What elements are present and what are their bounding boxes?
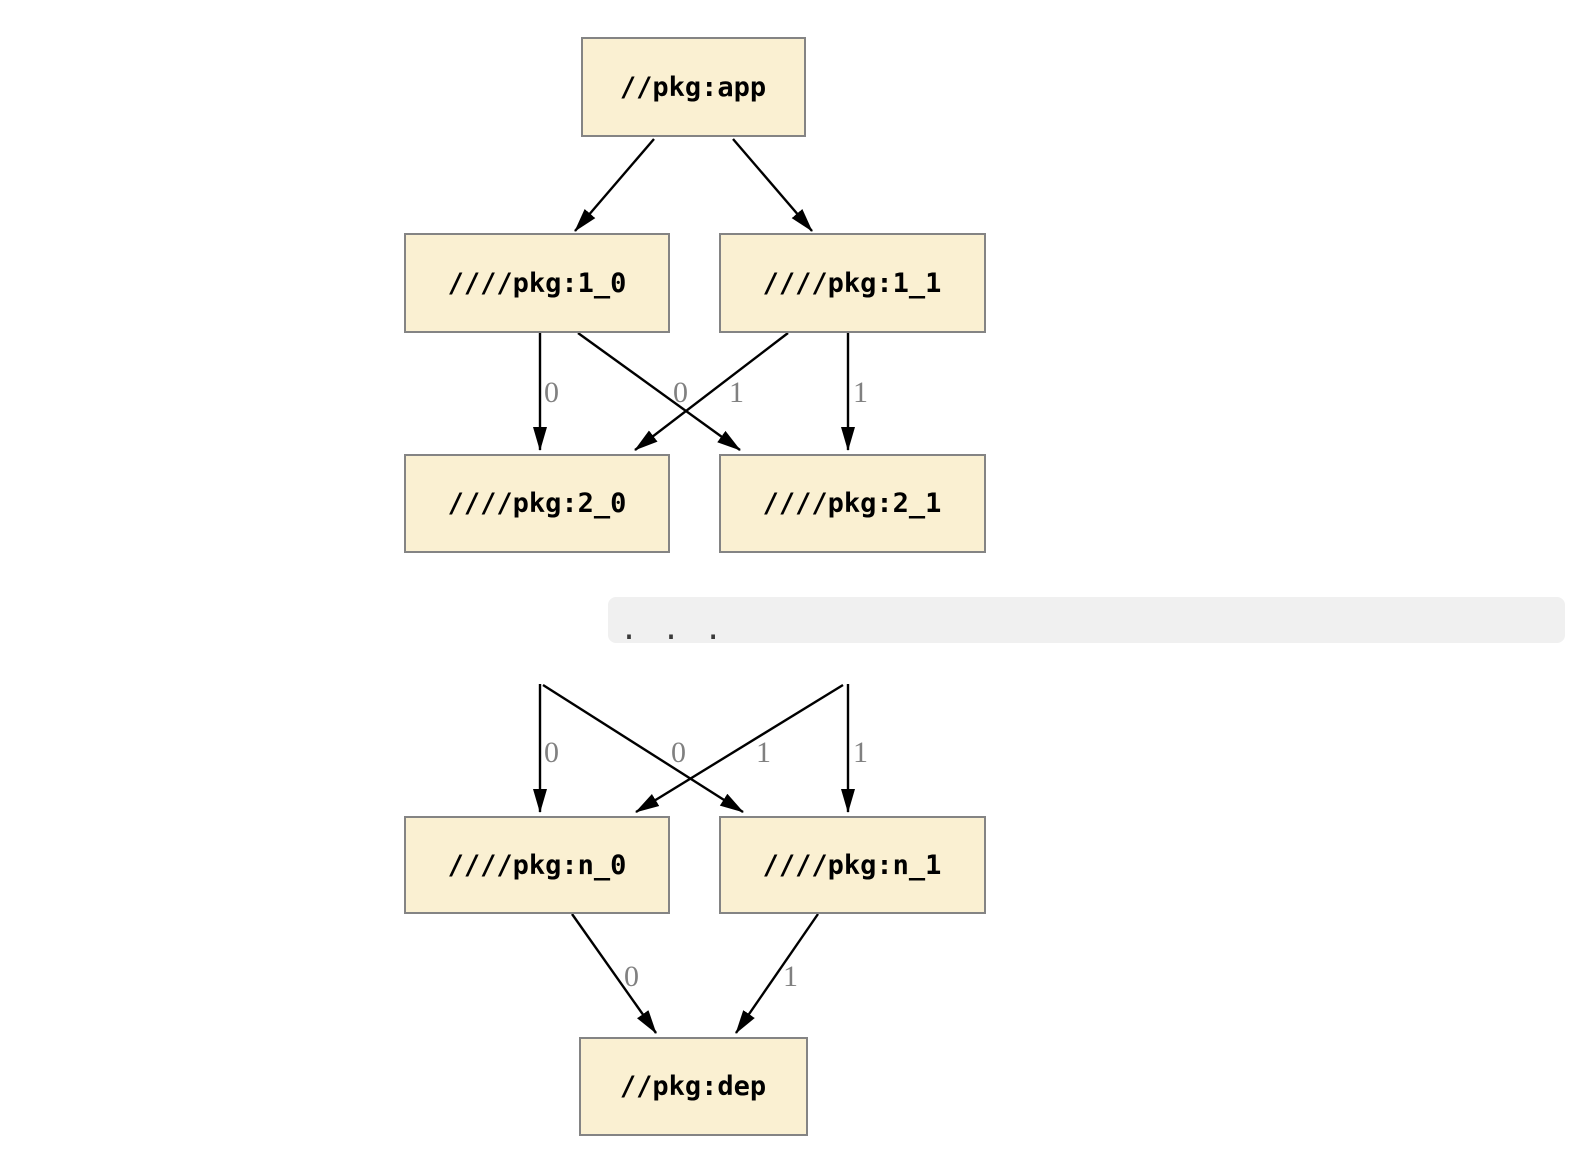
edge-offscreen-to-n_1-cross xyxy=(542,683,744,814)
node-n_0-box xyxy=(404,816,670,914)
edge-label: 1 xyxy=(853,376,868,409)
node-1_0-label: ////pkg:1_0 xyxy=(448,268,627,299)
node-app-box xyxy=(581,37,806,137)
edge-label: 1 xyxy=(853,736,868,769)
edge-label: 1 xyxy=(729,376,744,409)
node-dep: //pkg:dep xyxy=(579,1037,808,1136)
edge-n_1-to-dep xyxy=(735,913,819,1034)
node-n_1-label: ////pkg:n_1 xyxy=(763,850,942,881)
node-n_0-label: ////pkg:n_0 xyxy=(448,850,627,881)
node-1_1-box xyxy=(719,233,986,333)
edge-label: 0 xyxy=(671,736,686,769)
node-1_0: ////pkg:1_0 xyxy=(404,233,670,333)
node-2_1-label: ////pkg:2_1 xyxy=(763,488,942,519)
node-n_0: ////pkg:n_0 xyxy=(404,816,670,914)
edge-n_0-to-dep xyxy=(571,913,657,1034)
node-app: //pkg:app xyxy=(581,37,806,137)
node-1_1: ////pkg:1_1 xyxy=(719,233,986,333)
edge-app-to-1_1 xyxy=(732,138,813,232)
edge-offscreen-to-n_0-cross xyxy=(635,683,844,814)
node-dep-box xyxy=(579,1037,808,1136)
node-2_1: ////pkg:2_1 xyxy=(719,454,986,553)
node-1_0-box xyxy=(404,233,670,333)
node-1_1-label: ////pkg:1_1 xyxy=(763,268,942,299)
edge-label: 1 xyxy=(756,736,771,769)
edge-label: 1 xyxy=(783,960,798,993)
edge-label: 0 xyxy=(673,376,688,409)
edge-1_1-to-2_0 xyxy=(634,332,789,451)
node-app-label: //pkg:app xyxy=(620,72,766,103)
edge-label: 0 xyxy=(544,736,559,769)
edge-label-group: 0 0 1 1 0 0 1 1 0 1 xyxy=(544,376,868,993)
node-2_0: ////pkg:2_0 xyxy=(404,454,670,553)
edge-label: 0 xyxy=(624,960,639,993)
ellipsis-code-block: ... xyxy=(608,597,1565,647)
node-2_0-label: ////pkg:2_0 xyxy=(448,488,627,519)
edge-label: 0 xyxy=(544,376,559,409)
edge-1_0-to-2_1 xyxy=(577,332,741,451)
node-2_0-box xyxy=(404,454,670,553)
node-group: //pkg:app ////pkg:1_0 ////pkg:1_1 ////pk… xyxy=(404,37,986,1136)
node-2_1-box xyxy=(719,454,986,553)
ellipsis-text: ... xyxy=(620,612,747,647)
node-dep-label: //pkg:dep xyxy=(620,1071,766,1102)
node-n_1-box xyxy=(719,816,986,914)
edge-app-to-1_0 xyxy=(574,138,655,232)
node-n_1: ////pkg:n_1 xyxy=(719,816,986,914)
edge-group xyxy=(533,138,855,1034)
